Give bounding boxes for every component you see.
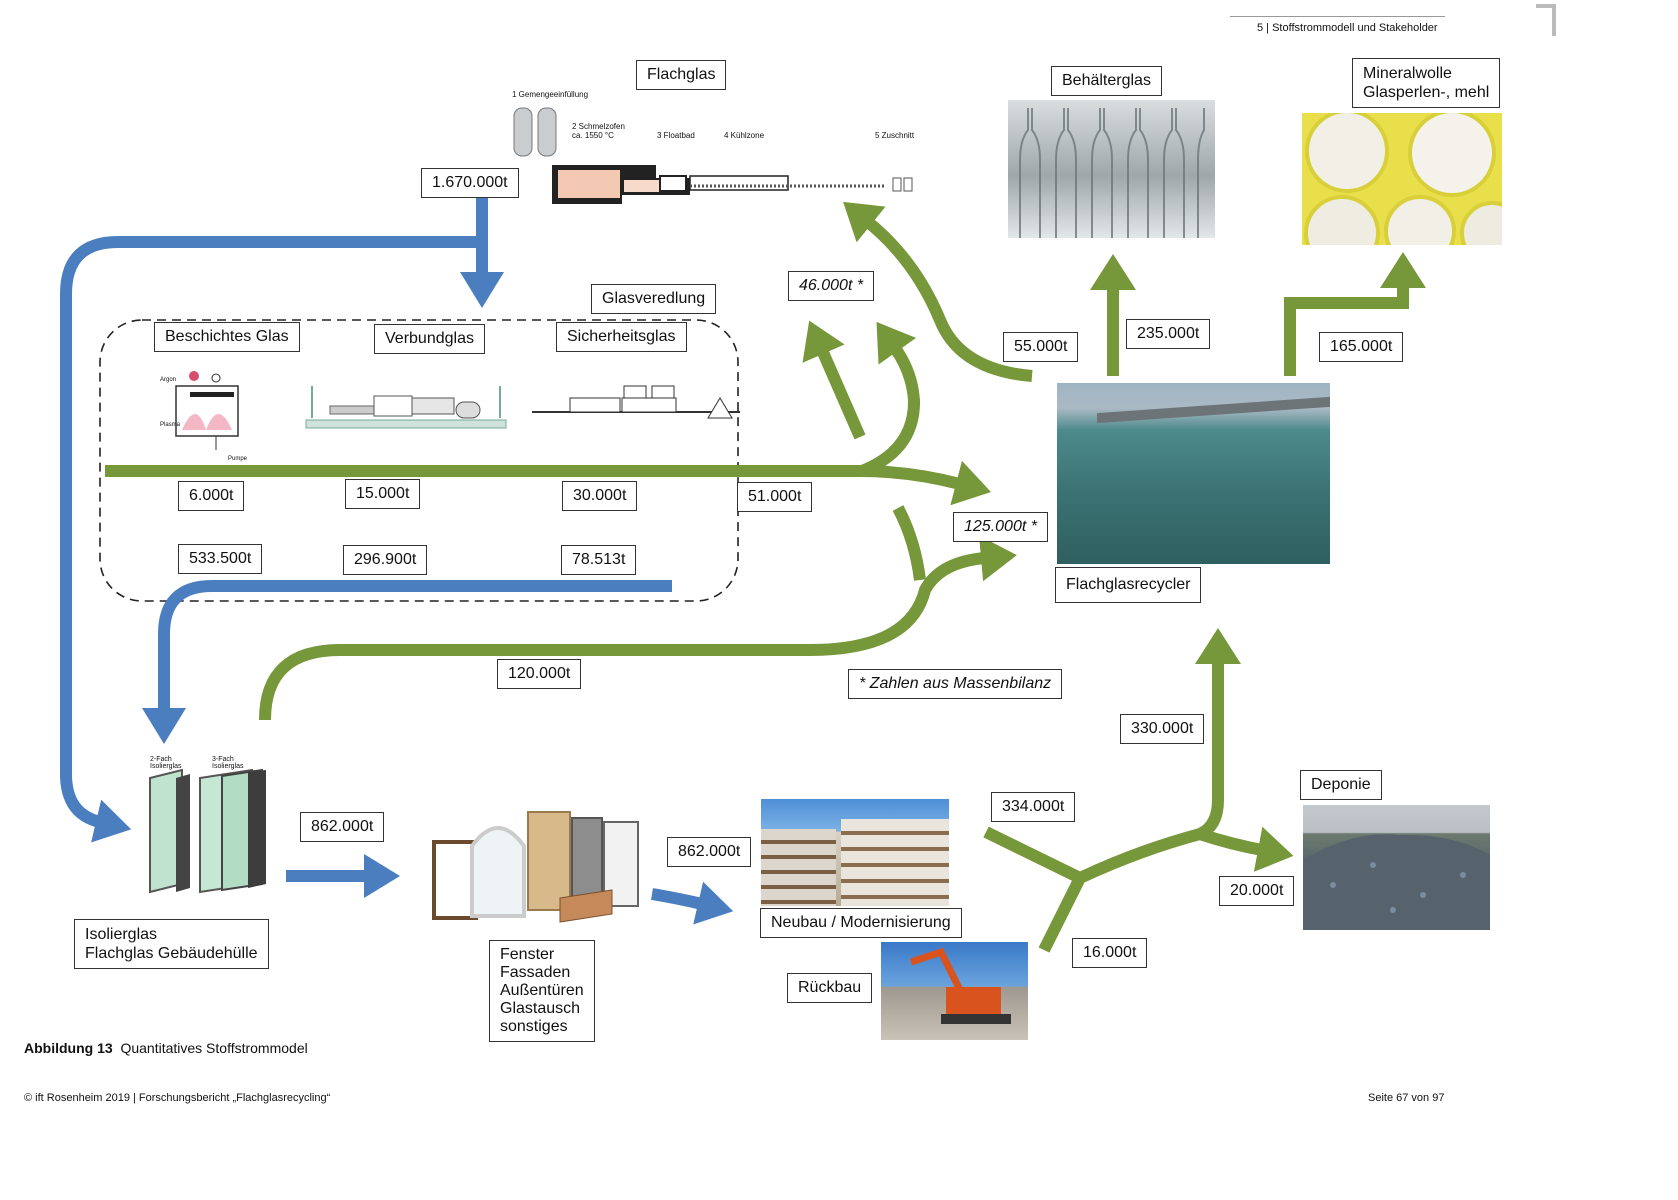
flow-value-533: 533.500t (178, 544, 263, 574)
flow-value-30: 30.000t (562, 481, 638, 511)
header-section: 5 | Stoffstrommodell und Stakeholder (1257, 22, 1438, 34)
flow-veredlung-to-isolierglas (142, 580, 672, 744)
flow-to-isolierglas-left (60, 236, 482, 843)
process-step-2b: ca. 1550 °C (572, 131, 614, 140)
flow-value-862-a: 862.000t (300, 812, 385, 842)
flow-rueckbau-to-split (983, 826, 1083, 884)
mineralwolle-line: Mineralwolle (1363, 65, 1452, 82)
header-rule (1230, 16, 1445, 17)
container-glass-photo (1008, 100, 1215, 238)
flow-fenster-to-neubau (651, 881, 734, 925)
flow-value-120: 120.000t (497, 659, 582, 689)
building-block (761, 829, 836, 906)
fenster-line: sonstiges (500, 1018, 568, 1035)
flow-value-55: 55.000t (1003, 332, 1079, 362)
coating-plasma: Plasma (160, 422, 181, 428)
flow-rueckbau-branch (1038, 875, 1086, 953)
insulating-glass-icon (149, 768, 266, 894)
isolierglas-line: Isolierglas (85, 926, 158, 943)
bottles-icon (1019, 108, 1205, 238)
flow-value-330: 330.000t (1120, 714, 1205, 744)
process-step-1: 1 Gemengeeinfüllung (512, 90, 589, 99)
fenster-line: Fenster (500, 946, 555, 963)
waste-pile-icon (1303, 834, 1490, 930)
node-verbundglas: Verbundglas (374, 324, 485, 354)
tempering-line-icon (532, 385, 740, 419)
node-beschichtes-glas: Beschichtes Glas (154, 322, 300, 352)
flow-value-334: 334.000t (991, 792, 1076, 822)
flow-value-125: 125.000t * (953, 512, 1048, 542)
cullet-pile-photo (1057, 383, 1330, 564)
node-rueckbau: Rückbau (787, 973, 873, 1003)
wool-rolls-icon (1304, 113, 1502, 245)
flow-value-20: 20.000t (1219, 876, 1295, 906)
process-step-5: 5 Zuschnitt (875, 131, 915, 140)
building-block (841, 819, 949, 906)
float-glass-line-icon (513, 107, 913, 204)
mineral-wool-photo (1302, 113, 1502, 245)
node-glasveredlung: Glasveredlung (591, 284, 717, 314)
coating-chamber-icon (175, 371, 239, 450)
green-flows (105, 201, 1426, 953)
mineralwolle-line: Glasperlen-, mehl (1363, 84, 1490, 101)
flow-isolierglas-to-recycler (259, 535, 1017, 721)
flow-split-to-recycler (1195, 628, 1241, 840)
process-step-4: 4 Kühlzone (724, 131, 765, 140)
demolition-photo (881, 942, 1028, 1040)
coating-argon: Argon (160, 377, 177, 383)
iso-3fach: 3-Fach Isolierglas (212, 756, 244, 770)
flow-recycler-to-flachglas (843, 201, 1033, 382)
flow-value-235: 235.000t (1126, 319, 1211, 349)
flow-value-46: 46.000t * (788, 271, 875, 301)
page-corner-mark (1536, 4, 1556, 36)
flow-split-46b (859, 321, 921, 477)
isolierglas-line: Flachglas Gebäudehülle (85, 945, 258, 962)
coating-pumpe: Pumpe (228, 456, 248, 462)
flow-51-branch (892, 505, 926, 581)
glasveredlung-frame (99, 319, 739, 602)
flow-value-16: 16.000t (1072, 938, 1148, 968)
flow-value-862-b: 862.000t (667, 837, 752, 867)
footer-left: © ift Rosenheim 2019 | Forschungsbericht… (24, 1092, 331, 1104)
node-neubau: Neubau / Modernisierung (760, 908, 962, 938)
fenster-line: Fassaden (500, 964, 571, 981)
flow-value-6: 6.000t (178, 481, 245, 511)
flow-value-51: 51.000t (737, 482, 813, 512)
node-mineralwolle: Mineralwolle Glasperlen-, mehl (1352, 58, 1501, 108)
node-flachglas: Flachglas (636, 60, 727, 90)
flow-split-46 (802, 320, 866, 440)
footer-right: Seite 67 von 97 (1368, 1092, 1445, 1104)
node-isolierglas: Isolierglas Flachglas Gebäudehülle (74, 919, 269, 969)
fenster-line: Außentüren (500, 982, 584, 999)
laminating-line-icon (305, 386, 507, 429)
flow-recycler-to-mineralwolle (1284, 252, 1426, 376)
flow-value-165: 165.000t (1319, 332, 1404, 362)
node-fenster: Fenster Fassaden Außentüren Glastausch s… (489, 940, 595, 1042)
process-step-3: 3 Floatbad (657, 131, 695, 140)
flow-value-78: 78.513t (561, 545, 637, 575)
windows-doors-icon (432, 811, 639, 923)
flow-value-296: 296.900t (343, 545, 428, 575)
node-behaelterglas: Behälterglas (1051, 66, 1162, 96)
process-step-2a: 2 Schmelzofen (572, 122, 625, 131)
flow-value-15: 15.000t (345, 479, 421, 509)
node-flachglasrecycler: Flachglasrecycler (1055, 567, 1202, 603)
figure-caption: Abbildung 13 Quantitatives Stoffstrommod… (24, 1040, 308, 1056)
fenster-line: Glastausch (500, 1000, 581, 1017)
figure-caption-label: Abbildung 13 (24, 1040, 113, 1056)
landfill-photo (1303, 805, 1490, 930)
flow-to-split (1077, 828, 1202, 884)
blue-flows (60, 196, 734, 925)
iso-2fach: 2-Fach Isolierglas (150, 756, 182, 770)
mass-balance-note: * Zahlen aus Massenbilanz (848, 669, 1063, 699)
node-deponie: Deponie (1300, 770, 1382, 800)
flow-value-1670: 1.670.000t (421, 168, 519, 198)
node-sicherheitsglas: Sicherheitsglas (556, 322, 687, 352)
figure-caption-text: Quantitatives Stoffstrommodel (120, 1040, 308, 1056)
excavator-icon (909, 947, 1011, 1024)
construction-photo (761, 799, 949, 906)
flow-split-to-deponie (1198, 826, 1294, 872)
